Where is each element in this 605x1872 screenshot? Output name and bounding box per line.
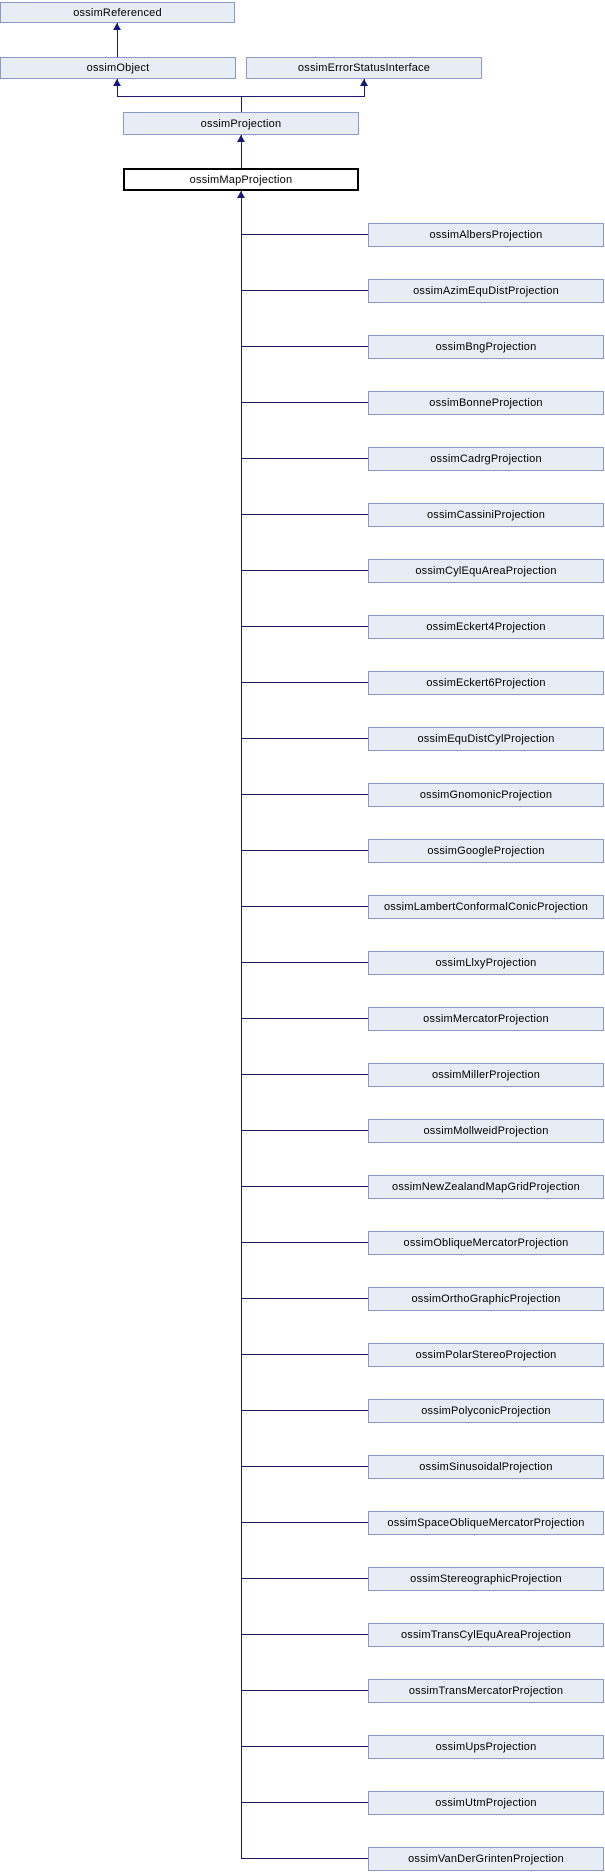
inheritance-edge [241, 234, 368, 235]
inheritance-edge [241, 290, 368, 291]
class-node-ossimObliqueMercatorProjection[interactable]: ossimObliqueMercatorProjection [368, 1231, 604, 1255]
class-node-ossimBonneProjection[interactable]: ossimBonneProjection [368, 391, 604, 415]
inheritance-edge [241, 1074, 368, 1075]
inheritance-edge [241, 1186, 368, 1187]
class-node-ossimLambertConformalConicProjection[interactable]: ossimLambertConformalConicProjection [368, 895, 604, 919]
inheritance-edge [241, 1354, 368, 1355]
inheritance-edge [241, 850, 368, 851]
class-node-ossimEckert6Projection[interactable]: ossimEckert6Projection [368, 671, 604, 695]
class-node-ossimPolarStereoProjection[interactable]: ossimPolarStereoProjection [368, 1343, 604, 1367]
class-node-ossimCylEquAreaProjection[interactable]: ossimCylEquAreaProjection [368, 559, 604, 583]
arrowhead-up-icon [237, 191, 245, 198]
class-node-ossimGoogleProjection[interactable]: ossimGoogleProjection [368, 839, 604, 863]
inheritance-edge [241, 346, 368, 347]
class-node-ossimMercatorProjection[interactable]: ossimMercatorProjection [368, 1007, 604, 1031]
inheritance-edge [241, 135, 242, 168]
inheritance-edge [241, 96, 242, 112]
class-node-ossimUtmProjection[interactable]: ossimUtmProjection [368, 1791, 604, 1815]
class-node-ossimAzimEquDistProjection[interactable]: ossimAzimEquDistProjection [368, 279, 604, 303]
inheritance-edge [241, 682, 368, 683]
inheritance-edge [241, 1578, 368, 1579]
inheritance-edge [241, 1634, 368, 1635]
inheritance-edge [241, 1242, 368, 1243]
class-node-ossimReferenced[interactable]: ossimReferenced [0, 2, 235, 23]
inheritance-edge [241, 1690, 368, 1691]
arrowhead-up-icon [113, 23, 121, 30]
inheritance-edge [117, 23, 118, 57]
inheritance-edge [241, 1298, 368, 1299]
arrowhead-up-icon [360, 79, 368, 86]
class-node-ossimOrthoGraphicProjection[interactable]: ossimOrthoGraphicProjection [368, 1287, 604, 1311]
class-node-ossimMillerProjection[interactable]: ossimMillerProjection [368, 1063, 604, 1087]
class-node-ossimEckert4Projection[interactable]: ossimEckert4Projection [368, 615, 604, 639]
inheritance-edge [241, 1522, 368, 1523]
inheritance-edge [241, 1018, 368, 1019]
inheritance-edge [241, 1410, 368, 1411]
arrowhead-up-icon [113, 79, 121, 86]
class-node-ossimEquDistCylProjection[interactable]: ossimEquDistCylProjection [368, 727, 604, 751]
class-node-ossimUpsProjection[interactable]: ossimUpsProjection [368, 1735, 604, 1759]
class-node-ossimSinusoidalProjection[interactable]: ossimSinusoidalProjection [368, 1455, 604, 1479]
inheritance-edge [241, 1466, 368, 1467]
inheritance-edge [241, 626, 368, 627]
inheritance-edge [241, 1130, 368, 1131]
inheritance-edge [241, 570, 368, 571]
class-node-ossimObject[interactable]: ossimObject [0, 57, 236, 79]
inheritance-edge [241, 458, 368, 459]
inheritance-edge [364, 79, 365, 96]
inheritance-edge [241, 962, 368, 963]
inheritance-edge [241, 402, 368, 403]
class-node-ossimCadrgProjection[interactable]: ossimCadrgProjection [368, 447, 604, 471]
class-node-ossimAlbersProjection[interactable]: ossimAlbersProjection [368, 223, 604, 247]
inheritance-edge [241, 906, 368, 907]
class-node-ossimMapProjection: ossimMapProjection [123, 168, 359, 191]
class-node-ossimCassiniProjection[interactable]: ossimCassiniProjection [368, 503, 604, 527]
class-node-ossimSpaceObliqueMercatorProjection[interactable]: ossimSpaceObliqueMercatorProjection [368, 1511, 604, 1535]
class-node-ossimNewZealandMapGridProjection[interactable]: ossimNewZealandMapGridProjection [368, 1175, 604, 1199]
class-node-ossimStereographicProjection[interactable]: ossimStereographicProjection [368, 1567, 604, 1591]
class-node-ossimVanDerGrintenProjection[interactable]: ossimVanDerGrintenProjection [368, 1847, 604, 1871]
class-node-ossimPolyconicProjection[interactable]: ossimPolyconicProjection [368, 1399, 604, 1423]
inheritance-edge [241, 1858, 368, 1859]
inheritance-edge [241, 794, 368, 795]
inheritance-edge [241, 738, 368, 739]
class-node-ossimTransMercatorProjection[interactable]: ossimTransMercatorProjection [368, 1679, 604, 1703]
arrowhead-up-icon [237, 135, 245, 142]
class-node-ossimMollweidProjection[interactable]: ossimMollweidProjection [368, 1119, 604, 1143]
class-node-ossimGnomonicProjection[interactable]: ossimGnomonicProjection [368, 783, 604, 807]
class-node-ossimErrorStatusInterface[interactable]: ossimErrorStatusInterface [246, 57, 482, 79]
class-node-ossimProjection[interactable]: ossimProjection [123, 112, 359, 135]
inheritance-edge [241, 1746, 368, 1747]
class-node-ossimTransCylEquAreaProjection[interactable]: ossimTransCylEquAreaProjection [368, 1623, 604, 1647]
inheritance-edge [117, 79, 118, 96]
inheritance-edge [241, 514, 368, 515]
inheritance-edge [241, 1802, 368, 1803]
class-node-ossimLlxyProjection[interactable]: ossimLlxyProjection [368, 951, 604, 975]
class-node-ossimBngProjection[interactable]: ossimBngProjection [368, 335, 604, 359]
inheritance-trunk-edge [241, 191, 242, 1858]
